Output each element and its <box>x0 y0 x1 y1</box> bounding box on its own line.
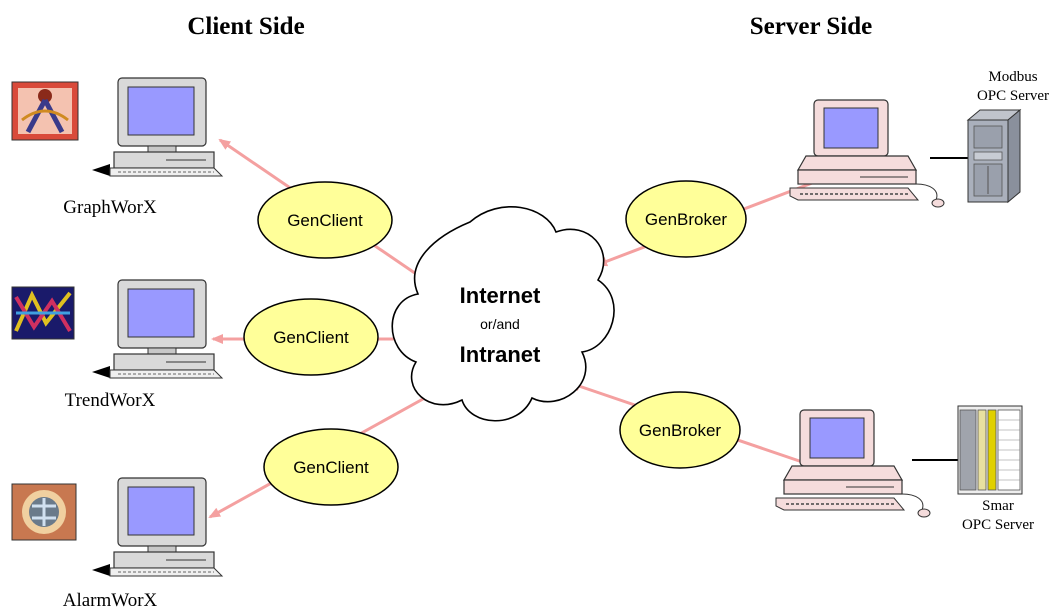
genclient-node: GenClient <box>257 181 393 259</box>
genbroker-node: GenBroker <box>619 391 741 469</box>
smar-server-label-line1: Smar <box>982 498 1014 514</box>
graphworx-computer-icon <box>91 77 223 177</box>
server-computer-icon <box>775 409 931 518</box>
alarmworx-label: AlarmWorX <box>63 590 158 611</box>
network-cloud: Internet or/and Intranet <box>391 206 615 422</box>
genclient-label: GenClient <box>287 211 363 230</box>
alarmworx-computer-icon <box>91 477 223 577</box>
trendworx-app-icon <box>11 286 75 340</box>
modbus-server-label-line1: Modbus <box>988 69 1037 85</box>
genclient-node: GenClient <box>243 298 379 376</box>
alarmworx-app-icon <box>11 483 77 541</box>
trendworx-computer-icon <box>91 279 223 379</box>
server-side-heading: Server Side <box>750 13 872 40</box>
genclient-node: GenClient <box>263 428 399 506</box>
server-computer-icon <box>789 99 945 208</box>
cloud-oror-label: or/and <box>480 316 520 332</box>
genbroker-node: GenBroker <box>625 180 747 258</box>
smar-server-label-line2: OPC Server <box>962 517 1034 533</box>
modbus-server-label-line2: OPC Server <box>977 88 1049 104</box>
genbroker-label: GenBroker <box>639 421 722 440</box>
graphworx-label: GraphWorX <box>63 197 157 218</box>
genbroker-label: GenBroker <box>645 210 728 229</box>
cloud-internet-label: Internet <box>460 283 541 308</box>
client-side-heading: Client Side <box>187 13 304 40</box>
genclient-label: GenClient <box>273 328 349 347</box>
cloud-intranet-label: Intranet <box>460 342 541 367</box>
genclient-label: GenClient <box>293 458 369 477</box>
graphworx-app-icon <box>11 81 79 141</box>
modbus-device-icon <box>966 108 1022 204</box>
smar-device-icon <box>957 405 1023 495</box>
trendworx-label: TrendWorX <box>65 390 156 411</box>
